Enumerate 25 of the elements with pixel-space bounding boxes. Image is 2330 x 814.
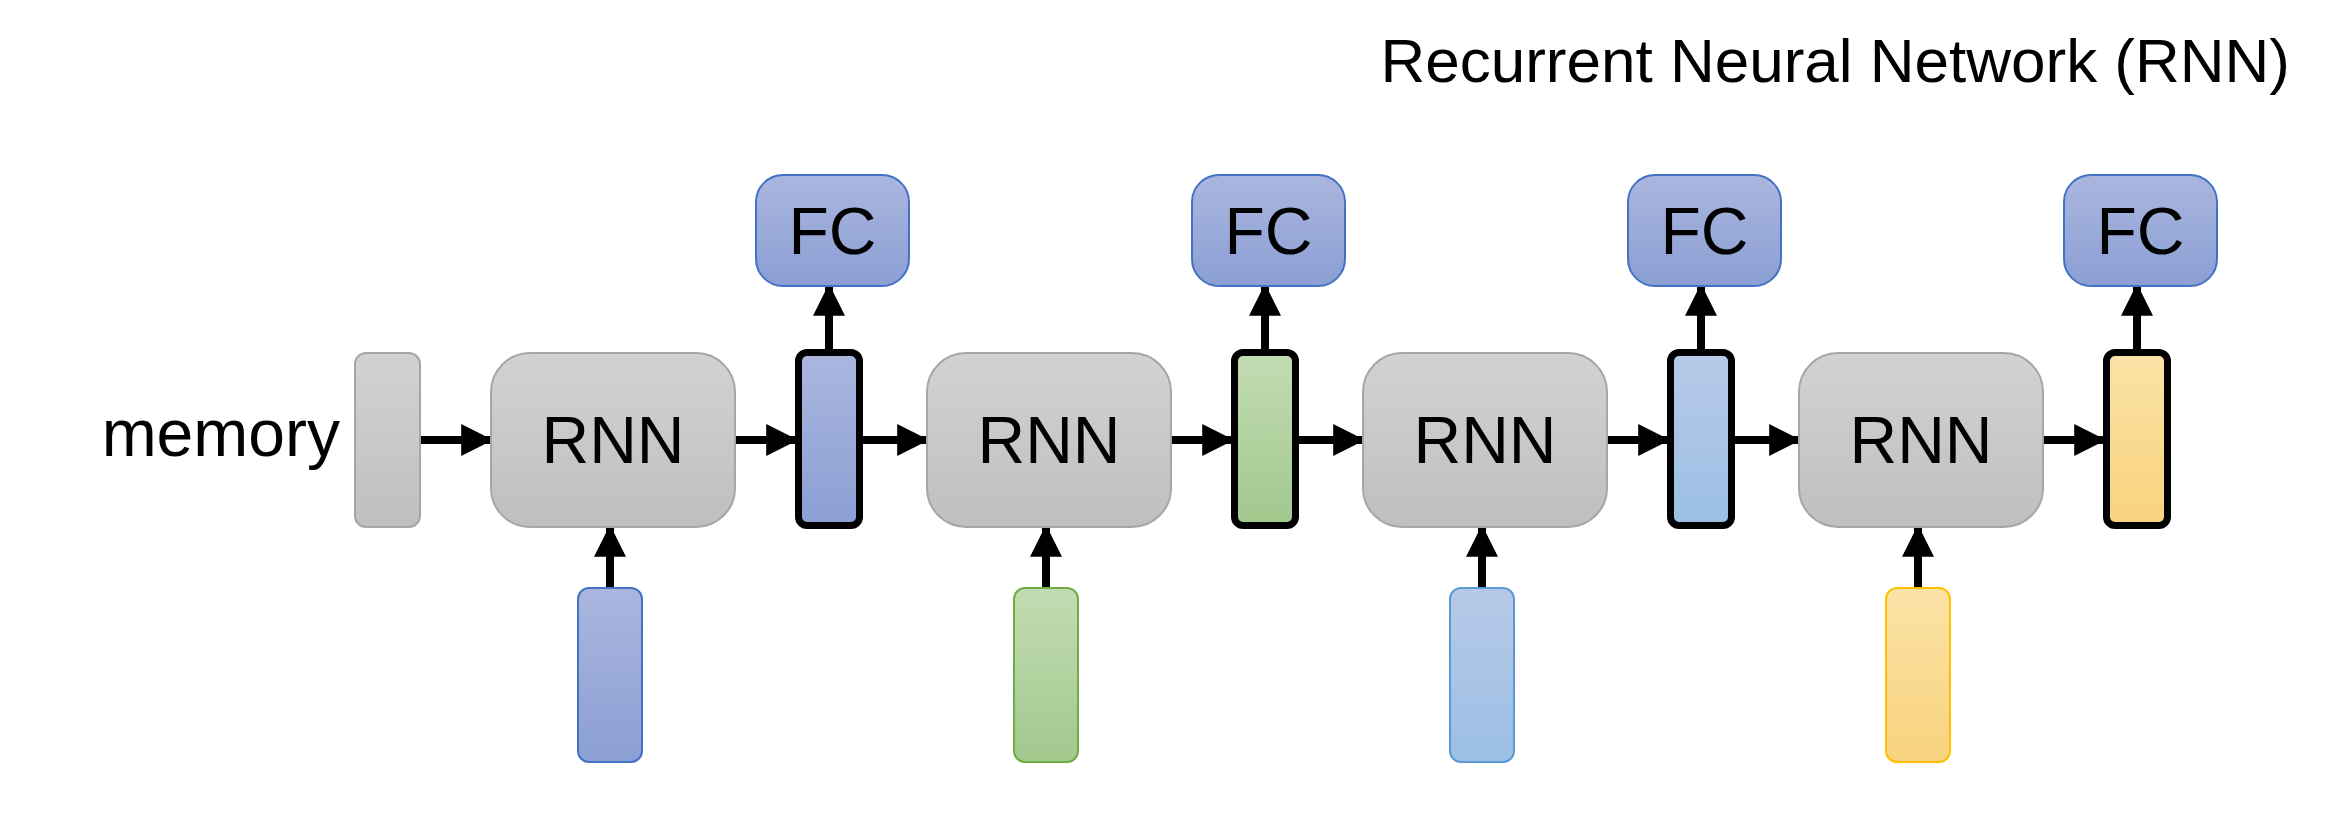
input-vector-bar	[577, 587, 643, 763]
node-label: FC	[788, 197, 877, 264]
fc-box	[755, 174, 910, 287]
hidden-state-bar	[1231, 349, 1299, 529]
hidden-state-bar	[1667, 349, 1735, 529]
fc-box	[2063, 174, 2218, 287]
input-vector-bar	[1449, 587, 1515, 763]
node-label: RNN	[1849, 407, 1993, 473]
rnn-box	[1798, 352, 2044, 528]
node-label: RNN	[541, 407, 685, 473]
node-label: FC	[1660, 197, 1749, 264]
node-label: FC	[2096, 197, 2185, 264]
node-label: RNN	[977, 407, 1121, 473]
node-label: RNN	[1413, 407, 1557, 473]
fc-box	[1627, 174, 1782, 287]
input-vector-bar	[1013, 587, 1079, 763]
input-vector-bar	[1885, 587, 1951, 763]
node-label: FC	[1224, 197, 1313, 264]
rnn-box	[490, 352, 736, 528]
hidden-state-bar	[2103, 349, 2171, 529]
rnn-box	[1362, 352, 1608, 528]
memory-bar	[354, 352, 421, 528]
fc-box	[1191, 174, 1346, 287]
hidden-state-bar	[795, 349, 863, 529]
rnn-box	[926, 352, 1172, 528]
